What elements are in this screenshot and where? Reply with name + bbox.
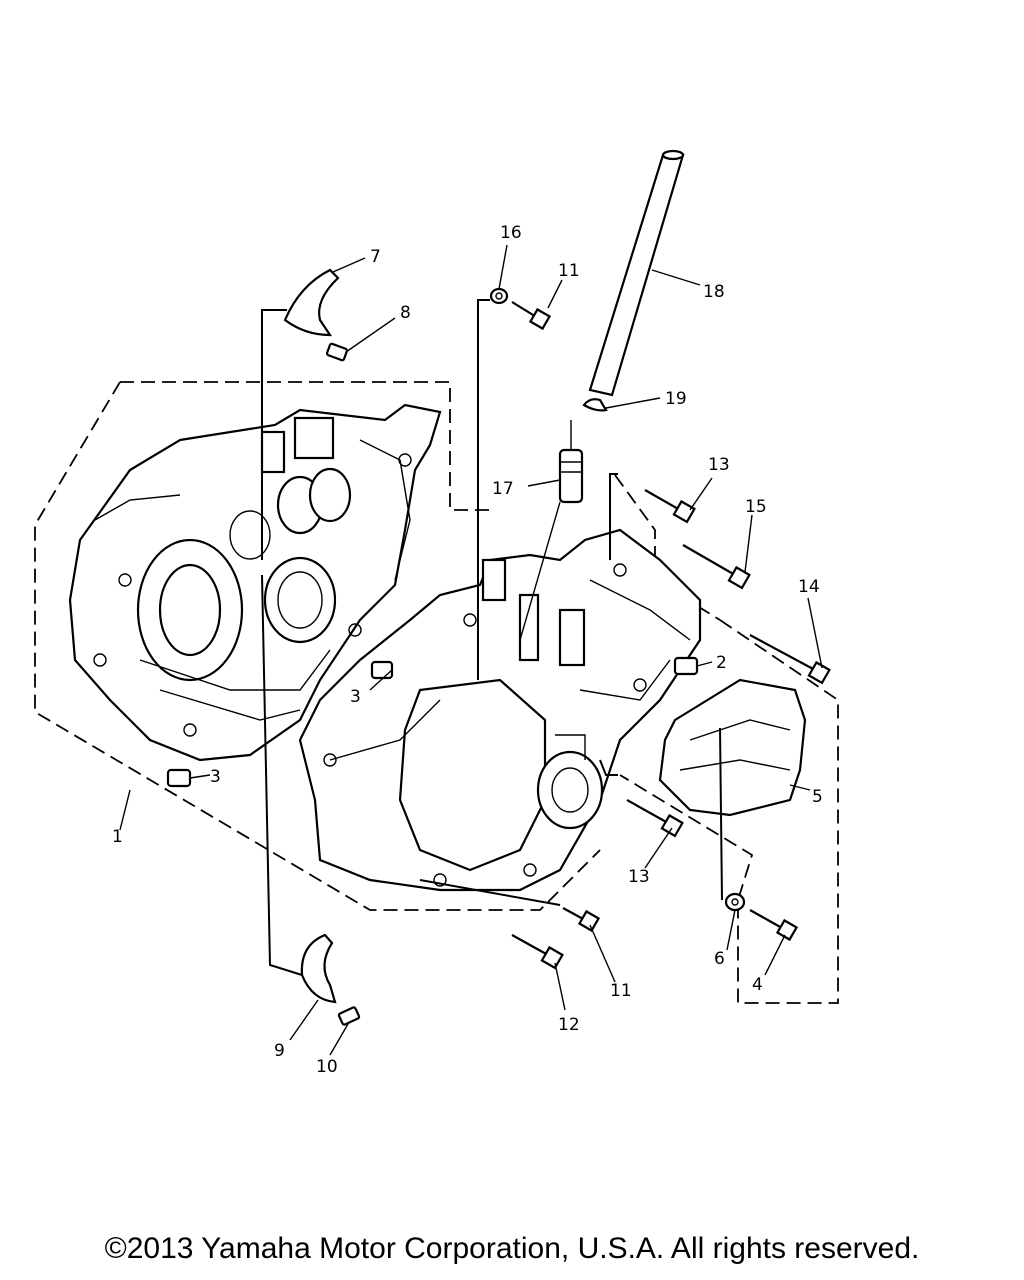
callout-2: 2 <box>716 653 727 673</box>
callout-13-top: 13 <box>708 455 730 475</box>
callout-16: 16 <box>500 223 522 243</box>
clip-part-7 <box>283 268 340 337</box>
callout-3-left: 3 <box>210 767 221 787</box>
callout-11-top: 11 <box>558 261 580 281</box>
callout-3-center: 3 <box>350 687 361 707</box>
breather-hose-part-18 <box>588 149 685 397</box>
leader-lines <box>119 244 823 1056</box>
callout-1: 1 <box>112 827 123 847</box>
group-outline-left-case <box>34 381 601 911</box>
callout-19: 19 <box>665 389 687 409</box>
assembly-guide-lines <box>261 299 723 976</box>
callout-15: 15 <box>745 497 767 517</box>
callout-9: 9 <box>274 1041 285 1061</box>
right-crankcase <box>298 528 702 892</box>
callout-8: 8 <box>400 303 411 323</box>
crankcase-exploded-diagram: 7 8 16 11 18 19 17 13 15 14 2 3 5 3 1 13… <box>34 149 839 1077</box>
callout-17: 17 <box>492 479 514 499</box>
breather-pipe-part-17 <box>519 420 584 641</box>
callout-14: 14 <box>798 577 820 597</box>
copyright-notice: ©2013 Yamaha Motor Corporation, U.S.A. A… <box>104 1232 920 1265</box>
callout-5: 5 <box>812 787 823 807</box>
callout-4: 4 <box>752 975 763 995</box>
left-crankcase <box>68 403 442 762</box>
callout-12: 12 <box>558 1015 580 1035</box>
clip-part-9 <box>300 933 337 1004</box>
bolts <box>511 301 831 970</box>
callout-18: 18 <box>703 282 725 302</box>
screws-small <box>325 342 361 1026</box>
washers <box>489 287 746 912</box>
callout-labels: 7 8 16 11 18 19 17 13 15 14 2 3 5 3 1 13… <box>112 223 823 1077</box>
callout-10: 10 <box>316 1057 338 1077</box>
callout-6: 6 <box>714 949 725 969</box>
callout-7: 7 <box>370 247 381 267</box>
callout-13-lower: 13 <box>628 867 650 887</box>
hose-clip-part-19 <box>582 398 608 412</box>
cover-part-5 <box>658 678 807 817</box>
callout-11-lower: 11 <box>610 981 632 1001</box>
